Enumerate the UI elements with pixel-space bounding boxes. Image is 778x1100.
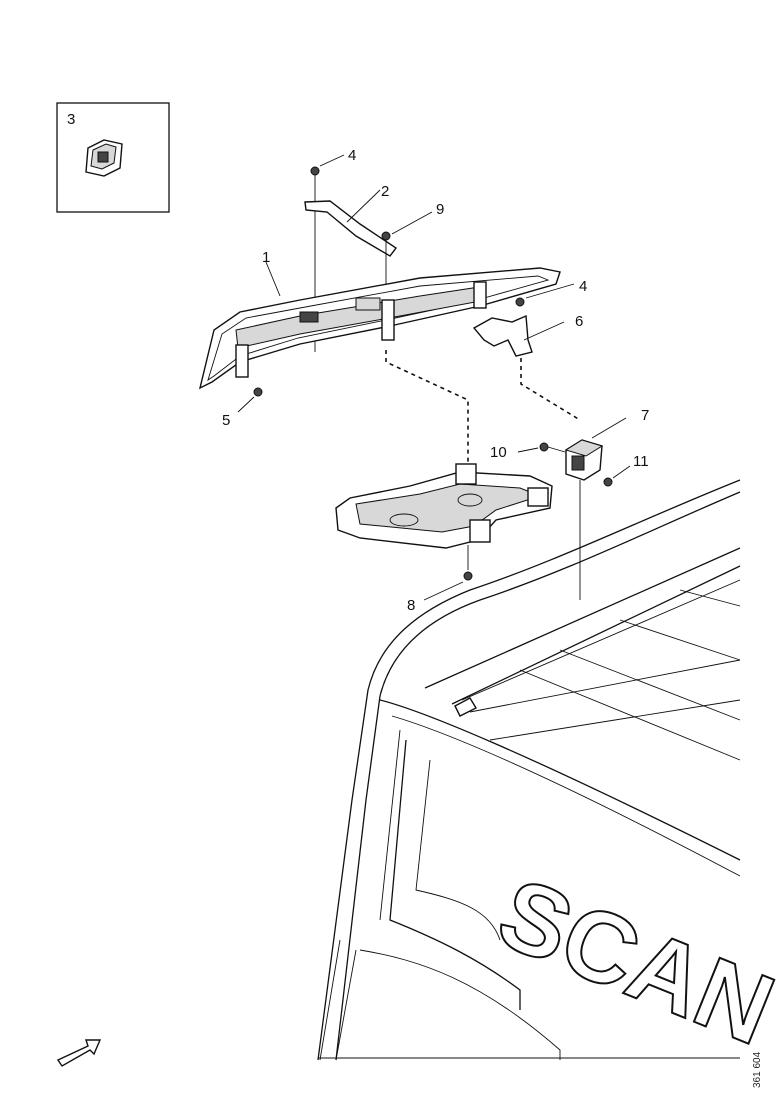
callout-7: 7 [641,407,649,424]
screw-5: 5 [222,387,263,429]
arrow-right-up-icon [56,1039,102,1067]
inset-box: 3 [56,102,170,213]
assembly-dashed-lines [385,350,581,470]
callout-8: 8 [407,597,415,614]
callout-5: 5 [222,412,230,429]
bolt-4-right: 4 [515,278,587,307]
callout-2: 2 [381,183,389,200]
callout-9: 9 [436,201,444,218]
clip-part-icon [85,139,123,177]
callout-4b: 4 [579,278,587,295]
callout-3: 3 [67,111,75,128]
mount-bracket [335,463,553,570]
cab-roof [317,479,741,1061]
brand-lettering: SCAN [483,856,778,1068]
block-7: 7 [564,407,649,600]
callout-6: 6 [575,313,583,330]
document-id: 361 604 [752,1051,763,1088]
screw-10: 10 [490,442,566,461]
nut-11: 11 [603,453,649,487]
screw-8: 8 [407,571,473,614]
callout-11: 11 [633,453,649,470]
callout-1: 1 [262,249,270,266]
brand-text: SCAN [484,857,778,1067]
bracket-6: 6 [472,313,583,357]
trim-panel-1: 1 [198,249,561,390]
callout-10: 10 [490,444,507,461]
callout-4a: 4 [348,147,356,164]
bracket-2: 2 [304,183,398,257]
